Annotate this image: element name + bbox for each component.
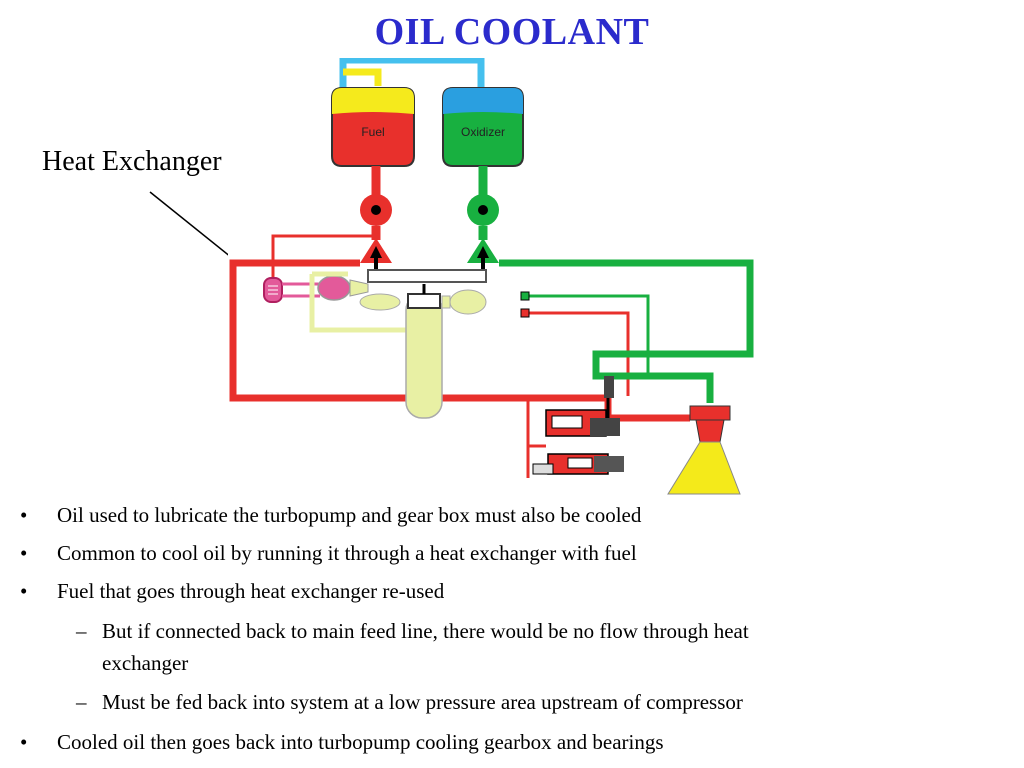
dash-marker: – (76, 690, 87, 714)
oxidizer-tank-label: Oxidizer (461, 125, 505, 139)
fuel-tank-label: Fuel (361, 125, 384, 139)
sub-bullet-item: Must be fed back into system at a low pr… (102, 690, 743, 714)
sub-bullet-item-continued: exchanger (102, 651, 189, 675)
bullet-marker: • (20, 541, 28, 565)
slide-title: OIL COOLANT (374, 11, 650, 53)
fuel-tank (331, 87, 415, 167)
oxidizer-pump (467, 194, 499, 270)
dash-marker: – (76, 619, 87, 643)
valve-green (520, 291, 530, 301)
fuel-pump (360, 194, 392, 270)
oil-reservoir (405, 293, 443, 419)
turbine-shaft (367, 269, 487, 283)
vent-lines (339, 58, 485, 98)
valve-assembly (526, 376, 624, 478)
valve-red (520, 308, 530, 318)
sub-bullet-item: But if connected back to main feed line,… (102, 619, 749, 643)
bullet-item: Common to cool oil by running it through… (57, 541, 637, 565)
bullet-item: Cooled oil then goes back into turbopump… (57, 730, 664, 754)
bullet-item: Oil used to lubricate the turbopump and … (57, 503, 642, 527)
heat-exchanger (263, 277, 283, 303)
gearbox (317, 275, 351, 301)
bullet-item: Fuel that goes through heat exchanger re… (57, 579, 445, 603)
bullet-marker: • (20, 730, 28, 754)
bullet-marker: • (20, 503, 28, 527)
bullet-marker: • (20, 579, 28, 603)
rocket-engine-schematic: Fuel Oxidizer (228, 58, 798, 496)
oxidizer-tank (442, 87, 524, 167)
rocket-nozzle (667, 405, 741, 495)
heat-exchanger-callout: Heat Exchanger (42, 146, 222, 177)
